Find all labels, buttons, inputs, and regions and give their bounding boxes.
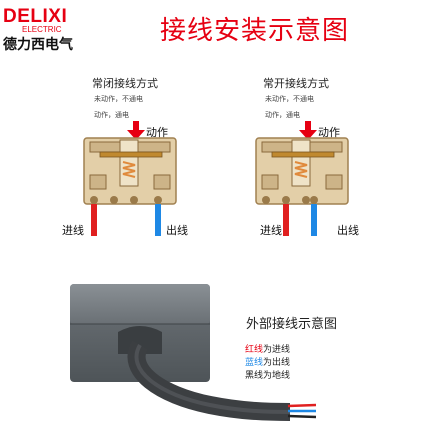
nc-out-label: 出线: [166, 224, 188, 237]
brand-logo-subtitle: ELECTRIC: [22, 25, 62, 34]
brand-logo-text: DELIXI: [3, 6, 68, 27]
arrow-down-icon: [299, 121, 317, 140]
no-note-active: 动作，通电: [265, 111, 300, 119]
legend-red: 红线为进线: [245, 345, 291, 355]
contact-bar: [271, 151, 335, 158]
nc-blue-wire: [155, 204, 161, 236]
legend-blue: 蓝线为出线: [245, 358, 291, 368]
cable-red-wire: [287, 403, 317, 408]
no-title: 常开接线方式: [263, 77, 329, 90]
no-note-idle: 未动作，不通电: [265, 95, 314, 103]
no-red-wire: [283, 204, 289, 236]
no-action-label: 动作: [318, 126, 340, 139]
arrow-down-icon: [127, 121, 145, 140]
page-title: 接线安装示意图: [160, 16, 350, 46]
spring: [122, 161, 136, 178]
nc-note-idle: 未动作，不通电: [94, 95, 143, 103]
no-blue-wire: [311, 204, 317, 236]
nc-red-wire: [91, 204, 97, 236]
nc-switch-diagram: [83, 121, 177, 236]
no-in-label: 进线: [260, 224, 282, 237]
wire-legend: 红线为进线 蓝线为出线 黑线为地线: [245, 344, 290, 383]
nc-action-label: 动作: [146, 126, 168, 139]
no-switch-diagram: [255, 121, 349, 236]
no-out-label: 出线: [337, 224, 359, 237]
nc-in-label: 进线: [62, 224, 84, 237]
legend-black: 黑线为地线: [245, 371, 291, 381]
external-wiring-title: 外部接线示意图: [246, 317, 338, 332]
nc-note-active: 动作，通电: [94, 111, 129, 119]
spring: [294, 161, 308, 178]
nc-title: 常闭接线方式: [92, 77, 158, 90]
cable-black-wire: [287, 414, 317, 419]
brand-name-cn: 德力西电气: [3, 37, 73, 53]
contact-bar: [99, 151, 163, 158]
external-wiring-illustration: [70, 284, 317, 421]
